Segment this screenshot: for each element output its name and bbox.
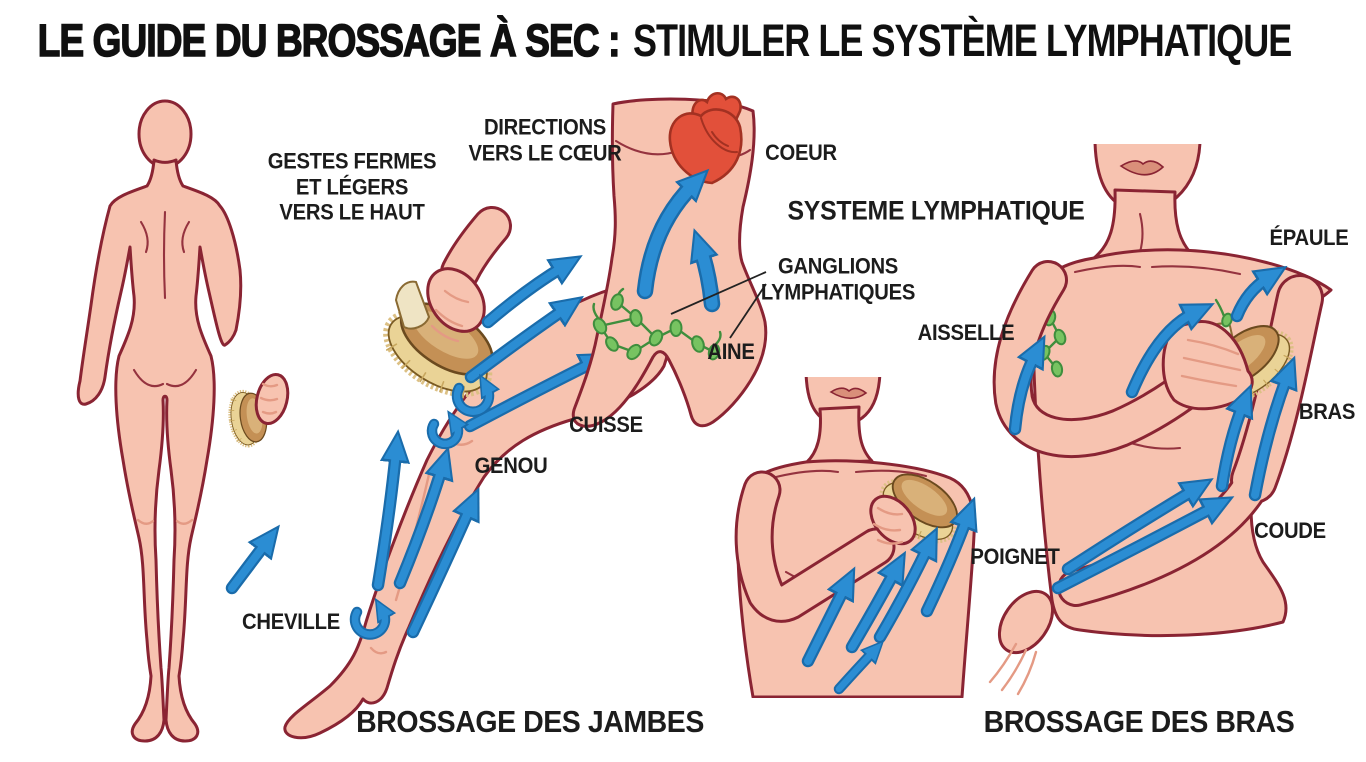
- label-aisselle: AISSELLE: [917, 320, 1015, 346]
- head: [137, 99, 193, 169]
- label-bras: BRAS: [1298, 399, 1356, 425]
- lips: [1119, 160, 1165, 176]
- circular-stroke-below-knee: [428, 413, 466, 448]
- title-bold-part: LE GUIDE DU BROSSAGE À SEC :: [37, 15, 621, 66]
- figure-chest-brushing: [734, 377, 978, 698]
- label-directions-coeur: DIRECTIONS VERS LE CŒUR: [468, 114, 622, 165]
- chest-stroke-arrows: [801, 496, 978, 695]
- label-gestes-fermes: GESTES FERMES ET LÉGERS VERS LE HAUT: [267, 148, 437, 225]
- page-title: LE GUIDE DU BROSSAGE À SEC : STIMULER LE…: [0, 15, 1366, 66]
- heart-icon: [668, 92, 743, 185]
- caption-brossage-jambes: BROSSAGE DES JAMBES: [356, 704, 704, 739]
- label-ganglions-lymphatiques: GANGLIONS LYMPHATIQUES: [760, 253, 916, 304]
- figure-leg-brushing: [225, 206, 671, 740]
- hand-with-brush: [373, 206, 509, 411]
- figure-arm-brushing: [988, 144, 1333, 696]
- label-systeme-lymphatique: SYSTEME LYMPHATIQUE: [787, 195, 1085, 226]
- torso-direction-arrows: [636, 168, 721, 313]
- lips: [829, 387, 868, 400]
- brush-in-hand: [226, 372, 290, 447]
- lymph-nodes-groin: [592, 287, 722, 361]
- label-cheville: CHEVILLE: [242, 609, 340, 635]
- circular-stroke-ankle: [351, 601, 393, 638]
- label-epaule: ÉPAULE: [1269, 225, 1349, 251]
- hanging-hand: [997, 589, 1055, 655]
- circular-stroke-knee: [453, 376, 497, 415]
- figure-torso-lymphatic: [571, 92, 768, 428]
- label-coude: COUDE: [1254, 518, 1326, 544]
- title-light-part: STIMULER LE SYSTÈME LYMPHATIQUE: [633, 15, 1292, 66]
- leg-stroke-arrows: [225, 255, 613, 640]
- label-poignet: POIGNET: [970, 544, 1060, 570]
- ganglions-pointer-lines: [670, 271, 767, 339]
- arm-stroke-arrows: [1008, 265, 1298, 595]
- label-aine: AINE: [707, 339, 755, 365]
- label-genou: GENOU: [474, 453, 548, 479]
- brush-strap: [394, 280, 431, 330]
- figure-back-view-body: [76, 99, 290, 743]
- label-coeur: COEUR: [765, 140, 837, 166]
- label-cuisse: CUISSE: [569, 412, 643, 438]
- neck: [1092, 188, 1198, 260]
- body-silhouette: [76, 158, 243, 743]
- caption-brossage-bras: BROSSAGE DES BRAS: [983, 704, 1295, 739]
